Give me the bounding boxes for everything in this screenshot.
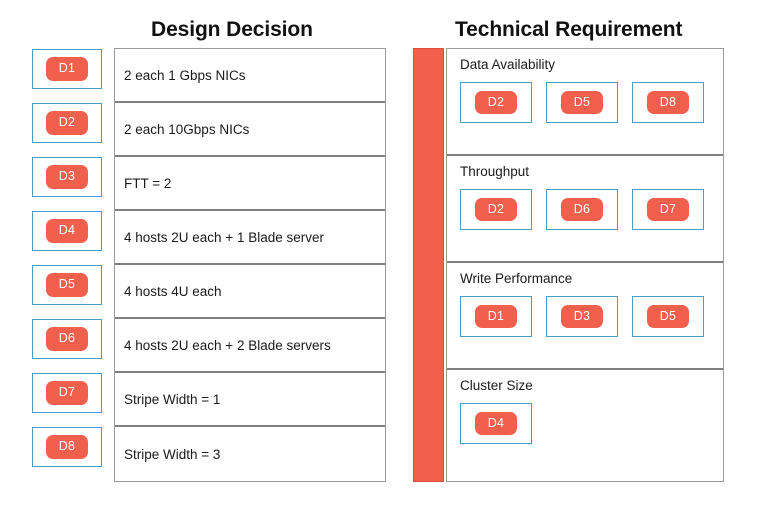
requirement-section-title: Throughput (460, 164, 530, 179)
table-row: Stripe Width = 1 (115, 373, 385, 427)
design-decision-chip-label: D2 (45, 111, 89, 135)
requirement-section-title: Write Performance (460, 271, 573, 286)
requirement-section-cluster-size: Cluster Size D4 (447, 370, 723, 481)
design-decision-chip-box[interactable]: D1 (32, 49, 102, 89)
design-decision-chip-label: D1 (45, 57, 89, 81)
requirement-chip-label: D5 (560, 90, 604, 115)
requirement-chip-label: D2 (474, 197, 518, 222)
requirement-chip-box[interactable]: D5 (632, 295, 704, 337)
requirement-chip-label: D3 (560, 304, 604, 329)
requirement-chip-box[interactable]: D1 (460, 295, 532, 337)
requirement-section-data-availability: Data Availability D2 D5 D8 (447, 49, 723, 156)
requirement-chip-label: D6 (560, 197, 604, 222)
requirement-chip-box[interactable]: D8 (632, 81, 704, 123)
design-decision-chip-box[interactable]: D8 (32, 427, 102, 467)
design-decision-chip-box[interactable]: D3 (32, 157, 102, 197)
table-row: Stripe Width = 3 (124, 446, 221, 462)
requirement-chip-label: D8 (646, 90, 690, 115)
table-row: 4 hosts 2U each + 2 Blade servers (115, 319, 385, 373)
requirement-chip-row: D1 D3 D5 (460, 295, 723, 337)
requirement-chip-box[interactable]: D6 (546, 188, 618, 230)
design-decision-chip-label: D3 (45, 165, 89, 189)
table-row: 4 hosts 4U each (115, 265, 385, 319)
requirement-chip-row: D4 (460, 402, 723, 444)
requirement-chip-box[interactable]: D4 (460, 402, 532, 444)
page-title-design-decision: Design Decision (151, 18, 313, 41)
table-row: 4 hosts 2U each + 1 Blade server (115, 211, 385, 265)
requirement-chip-box[interactable]: D3 (546, 295, 618, 337)
design-decision-chip-label: D4 (45, 219, 89, 243)
requirement-chip-label: D7 (646, 197, 690, 222)
requirement-chip-row: D2 D5 D8 (460, 81, 723, 123)
requirement-chip-label: D2 (474, 90, 518, 115)
table-row: 2 each 1 Gbps NICs (115, 49, 385, 103)
requirement-chip-label: D5 (646, 304, 690, 329)
page-title-technical-requirement: Technical Requirement (455, 18, 683, 41)
technical-requirement-panel: Data Availability D2 D5 D8 Throughput D2… (446, 48, 724, 482)
design-decision-chip-label: D7 (45, 381, 89, 405)
design-decision-chip-box[interactable]: D5 (32, 265, 102, 305)
design-decision-chip-box[interactable]: D6 (32, 319, 102, 359)
requirement-chip-label: D1 (474, 304, 518, 329)
design-decision-chip-box[interactable]: D7 (32, 373, 102, 413)
requirement-chip-box[interactable]: D2 (460, 81, 532, 123)
design-decision-chip-box[interactable]: D2 (32, 103, 102, 143)
table-row: 2 each 10Gbps NICs (115, 103, 385, 157)
requirement-chip-box[interactable]: D7 (632, 188, 704, 230)
design-decision-chip-label: D6 (45, 327, 89, 351)
requirement-section-throughput: Throughput D2 D6 D7 (447, 156, 723, 263)
requirement-chip-row: D2 D6 D7 (460, 188, 723, 230)
design-decision-chip-column: D1 D2 D3 D4 D5 D6 D7 D8 (32, 49, 102, 481)
design-decision-chip-label: D8 (45, 435, 89, 459)
requirement-chip-label: D4 (474, 411, 518, 436)
table-row: FTT = 2 (115, 157, 385, 211)
requirement-section-write-performance: Write Performance D1 D3 D5 (447, 263, 723, 370)
design-decision-table: 2 each 1 Gbps NICs 2 each 10Gbps NICs FT… (114, 48, 386, 482)
technical-requirement-accent-bar (413, 48, 444, 482)
requirement-section-title: Cluster Size (460, 378, 533, 393)
requirement-chip-box[interactable]: D5 (546, 81, 618, 123)
design-decision-chip-label: D5 (45, 273, 89, 297)
requirement-chip-box[interactable]: D2 (460, 188, 532, 230)
requirement-section-title: Data Availability (460, 57, 556, 72)
design-decision-chip-box[interactable]: D4 (32, 211, 102, 251)
